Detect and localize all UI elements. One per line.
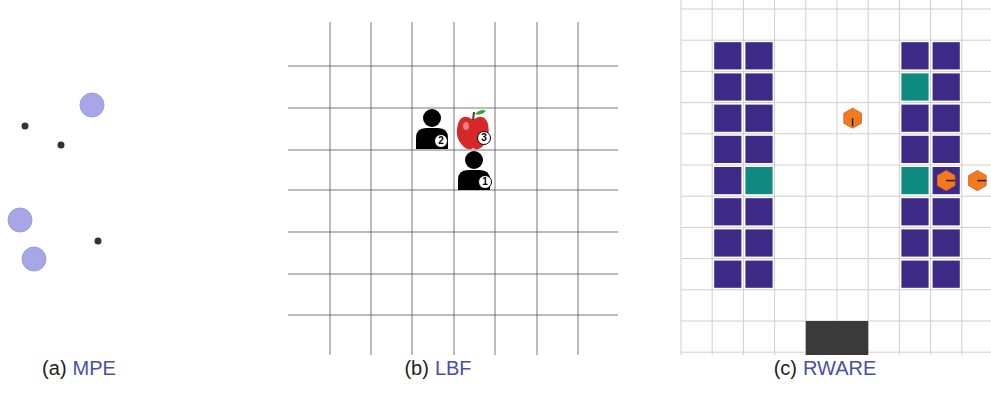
panel-letter: (a): [42, 357, 66, 380]
shelf-cell: [933, 229, 960, 256]
shelf-cell: [901, 105, 928, 132]
shelf-cell: [714, 42, 741, 69]
robot-agent: [938, 171, 955, 191]
panel-caption: (a) MPE: [42, 357, 116, 380]
shelf-cell: [933, 261, 960, 288]
panel-letter: (c): [774, 357, 797, 380]
shelf-cell: [745, 167, 772, 194]
shelf-cell: [745, 73, 772, 100]
panel-name: RWARE: [803, 357, 876, 380]
shelf-cell: [714, 261, 741, 288]
agent-icon: [458, 151, 492, 190]
shelf-cell: [745, 42, 772, 69]
lbf-grid: [288, 22, 618, 355]
shelf-cell: [933, 42, 960, 69]
shelf-cell: [933, 105, 960, 132]
agent-icon: [416, 109, 448, 149]
shelf-cell: [745, 229, 772, 256]
shelf-cell: [714, 136, 741, 163]
shelf-cell: [745, 261, 772, 288]
shelf-cell: [901, 167, 928, 194]
apple-icon: [457, 110, 491, 149]
level-number: 1: [478, 175, 492, 189]
shelf-cell: [714, 105, 741, 132]
shelf-cell: [714, 198, 741, 225]
shelf-cell: [714, 73, 741, 100]
shelf-cell: [901, 198, 928, 225]
robot-agent: [969, 171, 986, 191]
panel-name: LBF: [435, 357, 472, 380]
shelf-cell: [745, 105, 772, 132]
shelf-cell: [714, 229, 741, 256]
panel-name: MPE: [73, 357, 116, 380]
shelf-cell: [745, 198, 772, 225]
shelf-cell: [933, 167, 960, 194]
level-number: 2: [434, 134, 448, 148]
shelf-cell: [933, 198, 960, 225]
shelf-cell: [933, 136, 960, 163]
rware-scene: [681, 0, 991, 355]
shelf-cell: [745, 136, 772, 163]
goal-cell: [806, 321, 868, 355]
shelf-cell: [901, 136, 928, 163]
panel-letter: (b): [404, 357, 428, 380]
shelf-cell: [933, 73, 960, 100]
panel-caption: (b) LBF: [404, 357, 471, 380]
robot-agent: [844, 108, 861, 128]
shelf-cell: [901, 261, 928, 288]
panel-caption: (c) RWARE: [774, 357, 877, 380]
shelf-cell: [901, 229, 928, 256]
level-number: 3: [477, 131, 491, 145]
shelf-cell: [901, 42, 928, 69]
shelf-cell: [714, 167, 741, 194]
shelf-cell: [901, 73, 928, 100]
mpe-scene: [8, 93, 104, 271]
